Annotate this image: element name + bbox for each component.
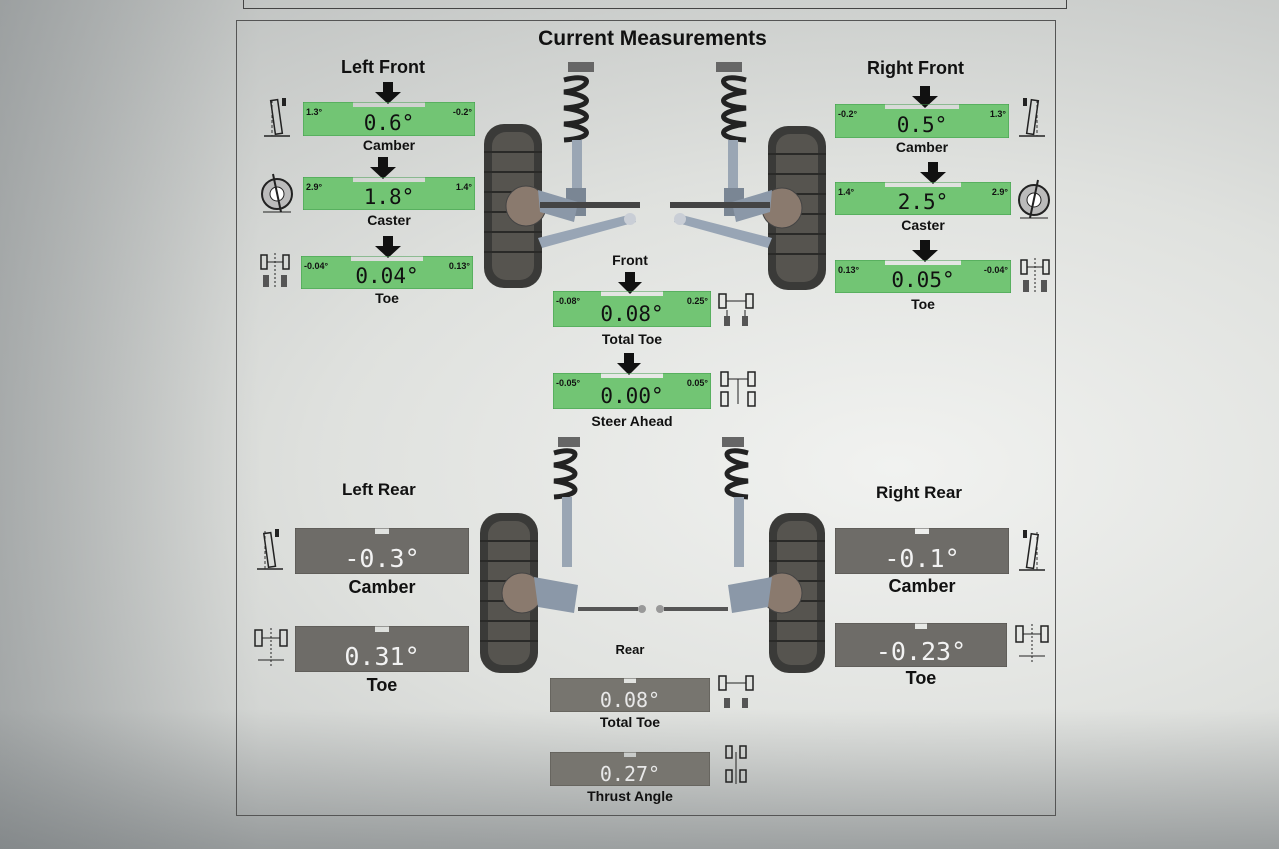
min-limit: 1.4°: [838, 187, 855, 197]
strut-suspension-icon: [652, 437, 827, 682]
min-limit: -0.04°: [304, 261, 329, 271]
max-limit: 1.4°: [455, 182, 472, 192]
camber-label: Camber: [895, 139, 949, 155]
toe-label: Toe: [366, 675, 398, 695]
total-toe-value: 0.08°: [600, 302, 664, 326]
camber-value: 0.5°: [896, 113, 948, 137]
steer-ahead-value: 0.00°: [600, 384, 664, 408]
caster-label: Caster: [901, 217, 945, 233]
caster-value: 2.5°: [897, 190, 949, 214]
total-toe-icon: [716, 288, 756, 335]
right-front-title: Right Front: [867, 58, 964, 78]
caster-icon: [1016, 178, 1052, 225]
previous-section-border: [243, 0, 1067, 9]
toe-value: -0.23°: [875, 637, 967, 666]
right-rear-camber-meter: -0.1°: [835, 528, 1009, 574]
thrust-angle-icon: [724, 744, 748, 791]
toe-icon: [252, 626, 290, 675]
pointer-arrow-icon: [370, 157, 396, 184]
caster-label: Caster: [367, 212, 411, 228]
rear-section-label: Rear: [615, 642, 645, 657]
right-rear-toe-meter: -0.23°: [835, 623, 1007, 667]
toe-value: 0.05°: [891, 268, 955, 292]
total-toe-label: Total Toe: [599, 714, 661, 730]
left-front-camber-meter: 1.3° -0.2° 0.6°: [303, 102, 475, 136]
max-limit: 0.13°: [448, 261, 470, 271]
pointer-arrow-icon: [375, 236, 401, 263]
strut-suspension-icon: [482, 62, 652, 299]
max-limit: -0.2°: [452, 107, 472, 117]
toe-label: Toe: [911, 296, 935, 312]
steer-ahead-meter: -0.05° 0.05° 0.00°: [553, 373, 711, 409]
left-rear-camber-meter: -0.3°: [295, 528, 469, 574]
right-front-camber-meter: -0.2° 1.3° 0.5°: [835, 104, 1009, 138]
min-limit: -0.2°: [838, 109, 858, 119]
max-limit: 0.05°: [686, 378, 708, 388]
camber-value: -0.1°: [884, 544, 960, 573]
pointer-arrow-icon: [912, 240, 938, 267]
camber-value: 0.6°: [363, 111, 415, 135]
total-toe-label: Total Toe: [601, 331, 663, 347]
right-rear-title: Right Rear: [876, 483, 962, 502]
camber-icon: [262, 96, 292, 143]
min-limit: 0.13°: [838, 265, 860, 275]
left-rear-toe-meter: 0.31°: [295, 626, 469, 672]
camber-label: Camber: [888, 576, 956, 596]
steer-ahead-label: Steer Ahead: [591, 413, 673, 429]
toe-icon: [1018, 254, 1052, 299]
camber-value: -0.3°: [344, 544, 420, 573]
toe-value: 0.04°: [355, 264, 419, 288]
thrust-angle-label: Thrust Angle: [587, 788, 673, 804]
min-limit: -0.05°: [556, 378, 581, 388]
camber-icon: [1017, 528, 1047, 577]
left-front-caster-meter: 2.9° 1.4° 1.8°: [303, 177, 475, 210]
min-limit: 1.3°: [306, 107, 323, 117]
strut-suspension-icon: [478, 437, 648, 682]
pointer-arrow-icon: [920, 162, 946, 189]
camber-label: Camber: [362, 137, 416, 153]
pointer-arrow-icon: [618, 272, 642, 299]
measurements-panel: [236, 20, 1056, 816]
toe-label: Toe: [905, 668, 937, 688]
caster-icon: [259, 172, 295, 219]
strut-suspension-icon: [670, 62, 828, 299]
toe-icon: [258, 249, 292, 294]
front-section-label: Front: [612, 252, 648, 268]
toe-value: 0.31°: [344, 642, 420, 671]
thrust-angle-meter: 0.27°: [550, 752, 710, 786]
pointer-arrow-icon: [375, 82, 401, 109]
max-limit: 2.9°: [991, 187, 1008, 197]
total-toe-value: 0.08°: [599, 688, 661, 712]
min-limit: 2.9°: [306, 182, 323, 192]
toe-icon: [1013, 622, 1051, 671]
page-title: Current Measurements: [538, 27, 767, 50]
max-limit: 0.25°: [686, 296, 708, 306]
max-limit: 1.3°: [989, 109, 1006, 119]
pointer-arrow-icon: [912, 86, 938, 113]
left-front-toe-meter: -0.04° 0.13° 0.04°: [301, 256, 473, 289]
left-front-title: Left Front: [341, 57, 425, 77]
thrust-angle-value: 0.27°: [599, 762, 661, 786]
camber-icon: [255, 527, 285, 576]
camber-icon: [1017, 96, 1047, 143]
total-toe-icon: [716, 672, 756, 717]
right-front-caster-meter: 1.4° 2.9° 2.5°: [835, 182, 1011, 215]
min-limit: -0.08°: [556, 296, 581, 306]
caster-value: 1.8°: [363, 185, 415, 209]
left-rear-title: Left Rear: [342, 480, 416, 499]
max-limit: -0.04°: [983, 265, 1008, 275]
camber-label: Camber: [348, 577, 416, 597]
steer-ahead-icon: [718, 368, 758, 415]
rear-total-toe-meter: 0.08°: [550, 678, 710, 712]
front-total-toe-meter: -0.08° 0.25° 0.08°: [553, 291, 711, 327]
pointer-arrow-icon: [617, 353, 641, 380]
right-front-toe-meter: 0.13° -0.04° 0.05°: [835, 260, 1011, 293]
toe-label: Toe: [375, 290, 399, 306]
